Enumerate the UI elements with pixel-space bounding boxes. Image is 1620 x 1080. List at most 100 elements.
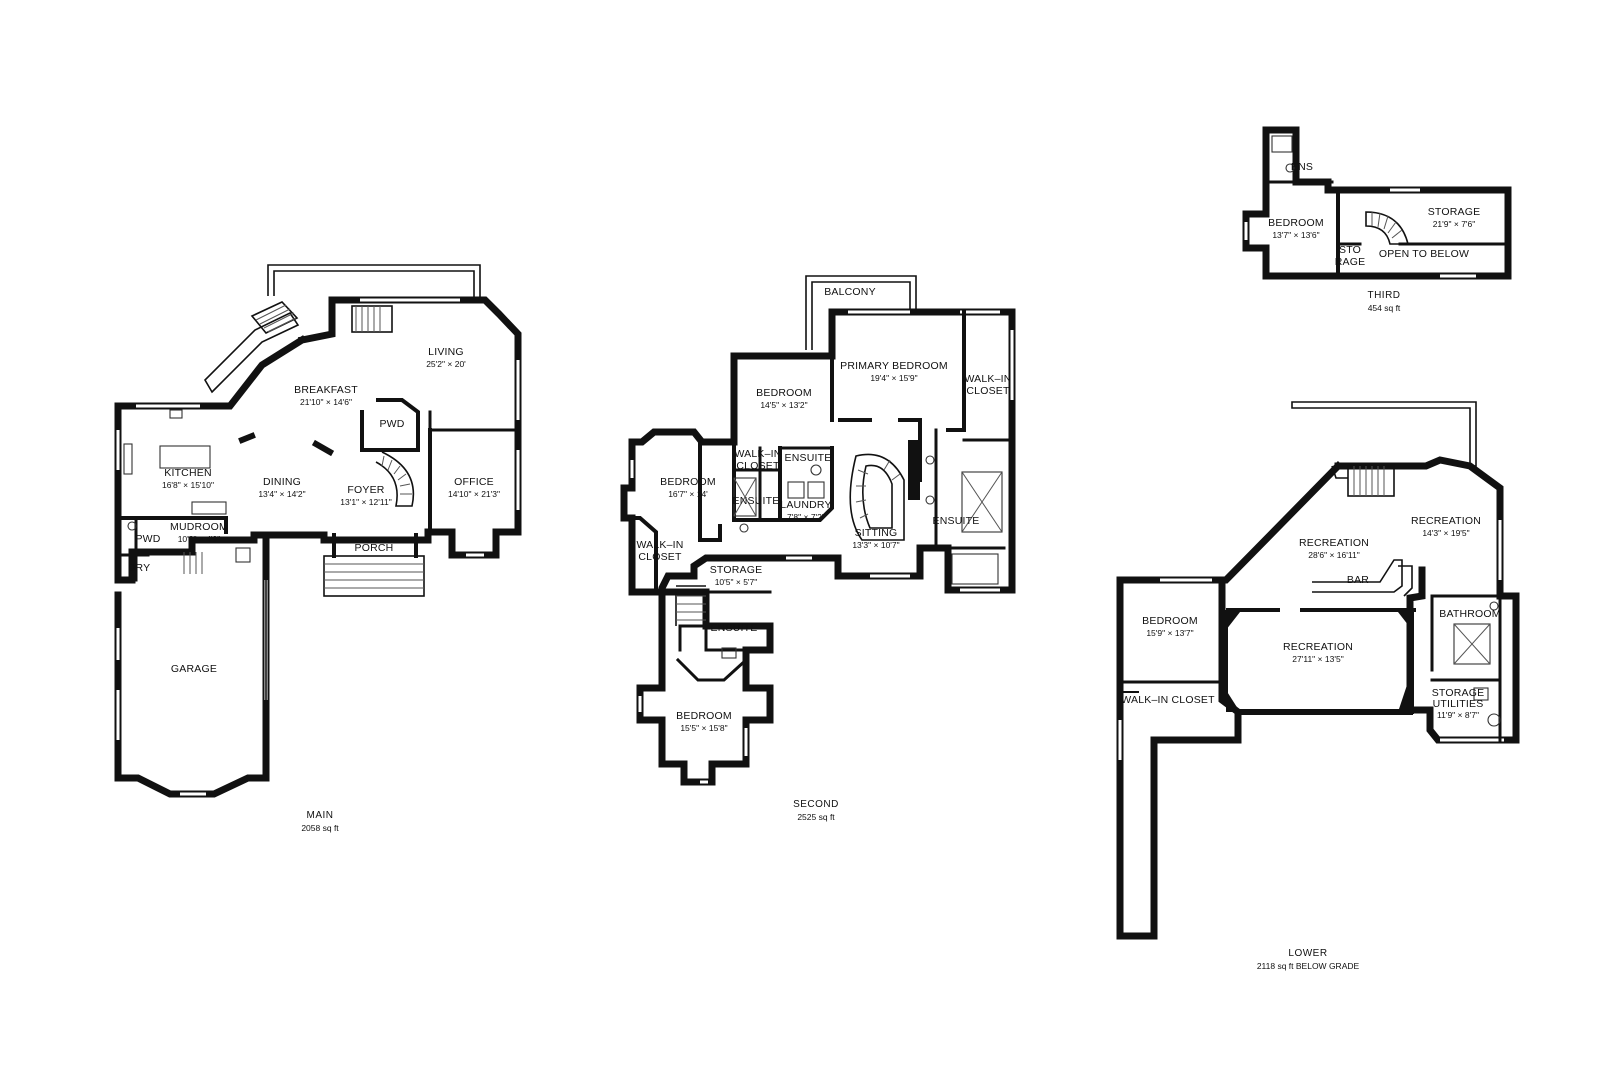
second-sitting-dim: 13'3" × 10'7" [852,540,899,550]
second-balcony-outline [805,275,917,350]
lower-storage-utilities-label-1: STORAGE [1432,687,1485,699]
main-kitchen-dim: 16'8" × 15'10" [162,480,214,490]
second-floor-area: 2525 sq ft [797,812,835,822]
lower-bath-fixtures [1453,601,1501,727]
lower-exterior-wall [1334,456,1520,744]
main-mudroom-label: MUDROOM [170,521,228,533]
main-pwd-label: PWD [379,418,404,430]
third-floor-area: 454 sq ft [1368,303,1401,313]
second-storage-dim: 10'5" × 5'7" [715,577,758,587]
third-floor-plan [1242,126,1512,280]
third-bedroom-label: BEDROOM [1268,217,1324,229]
second-stair [675,440,920,626]
third-windows [1244,188,1476,278]
second-balcony-label: BALCONY [824,286,876,298]
second-bedroom-b-dim: 16'7" × 14' [668,489,708,499]
second-primary-bedroom-label: PRIMARY BEDROOM [840,360,948,372]
main-deck [203,264,481,394]
lower-walkin-label: WALK–IN CLOSET [1121,694,1215,706]
main-pwd-mud-label: PWD [135,533,160,545]
second-primary-walkin-label-2: CLOSET [966,385,1010,397]
lower-bar-counter [1312,559,1413,597]
main-living-dim: 25'2" × 20' [426,359,466,369]
second-ensuite-a-label: ENSUITE [785,452,832,464]
main-breakfast-label: BREAKFAST [294,384,358,396]
porch-steps [183,533,425,597]
second-ensuite-c-label: ENSUITE [711,622,758,634]
main-office-label: OFFICE [454,476,494,488]
second-windows [630,310,1014,784]
main-floor-plan [114,264,522,798]
third-storage-small-label-2: RAGE [1335,256,1366,268]
second-floor-title: SECOND [793,799,839,810]
lower-deck-outline [1291,401,1477,467]
lower-recreation-top-label: RECREATION [1299,537,1369,549]
main-breakfast-dim: 21'10" × 14'6" [300,397,352,407]
second-walkin-a-label-1: WALK–IN [734,448,781,460]
third-stair [1271,135,1410,245]
lower-stair [1331,465,1395,497]
main-floor-title: MAIN [307,810,334,821]
second-bedroom-a-dim: 14'5" × 13'2" [760,400,807,410]
second-storage-label: STORAGE [710,564,763,576]
second-bedroom-a-label: BEDROOM [756,387,812,399]
main-foyer-label: FOYER [347,484,384,496]
lower-floor-plan [1116,401,1520,940]
lower-recreation-top-dim: 28'6" × 16'11" [1308,550,1359,560]
second-walkin-b-label-2: CLOSET [638,551,682,563]
second-primary-bedroom-dim: 19'4" × 15'9" [870,373,917,383]
lower-bathroom-label: BATHROOM [1439,608,1501,620]
main-dining-label: DINING [263,476,301,488]
main-foyer-dim: 13'1" × 12'11" [340,497,391,507]
lower-floor-area: 2118 sq ft BELOW GRADE [1257,961,1360,971]
main-windows [116,298,520,557]
main-porch-label: PORCH [355,542,394,554]
second-ensuite-primary-label: ENSUITE [933,515,980,527]
lower-recreation-right-label: RECREATION [1411,515,1481,527]
third-bedroom-dim: 13'7" × 13'6" [1272,230,1319,240]
main-exterior-wall [114,296,522,584]
second-laundry-label: LAUNDRY [780,499,831,511]
garage-windows [116,580,268,796]
kitchen-fixtures [123,409,227,531]
main-garage-label: GARAGE [171,663,217,675]
lower-windows [1118,520,1504,760]
second-interior-walls [675,310,1014,682]
lower-bedroom-label: BEDROOM [1142,615,1198,627]
main-kitchen-label: KITCHEN [164,467,212,479]
lower-storage-utilities-dim: 11'9" × 8'7" [1437,710,1479,720]
second-sitting-label: SITTING [855,527,898,539]
lower-bar-label: BAR [1347,574,1369,586]
lower-floor-title: LOWER [1288,948,1327,959]
main-living-label: LIVING [428,346,464,358]
main-office-dim: 14'10" × 21'3" [448,489,500,499]
main-dry-label: DRY [128,562,151,574]
second-walkin-b-label-1: WALK–IN [636,539,683,551]
second-bedroom-c-dim: 15'5" × 15'8" [680,723,727,733]
third-open-to-below-label: OPEN TO BELOW [1379,248,1469,260]
second-ensuite-b-label: ENSUITE [733,495,780,507]
third-ens-label: ENS [1291,161,1313,173]
main-floor-area: 2058 sq ft [301,823,339,833]
lower-recreation-center-dim: 27'11" × 13'5" [1292,654,1343,664]
lower-recreation-center-label: RECREATION [1283,641,1353,653]
third-storage-dim: 21'9" × 7'6" [1433,219,1476,229]
foyer-stair [351,305,415,507]
lower-interior-walls [1118,594,1502,742]
lower-recreation-right-dim: 14'3" × 19'5" [1422,528,1469,538]
lower-bedroom-dim: 15'9" × 13'7" [1146,628,1193,638]
second-primary-walkin-label-1: WALK–IN [964,373,1011,385]
third-floor-title: THIRD [1367,290,1400,301]
second-walkin-a-label-2: CLOSET [736,460,780,472]
second-exterior-wall [636,308,1016,786]
second-bedroom-b-label: BEDROOM [660,476,716,488]
third-storage-label: STORAGE [1428,206,1481,218]
second-bedroom-c-label: BEDROOM [676,710,732,722]
second-laundry-dim: 7'8" × 7'2" [787,512,825,522]
third-storage-small-label-1: STO [1339,244,1361,256]
second-fixtures [721,455,1003,659]
main-interior-walls [116,296,520,582]
main-dining-dim: 13'4" × 14'2" [258,489,305,499]
lower-storage-utilities-label-2: UTILITIES [1433,698,1484,710]
